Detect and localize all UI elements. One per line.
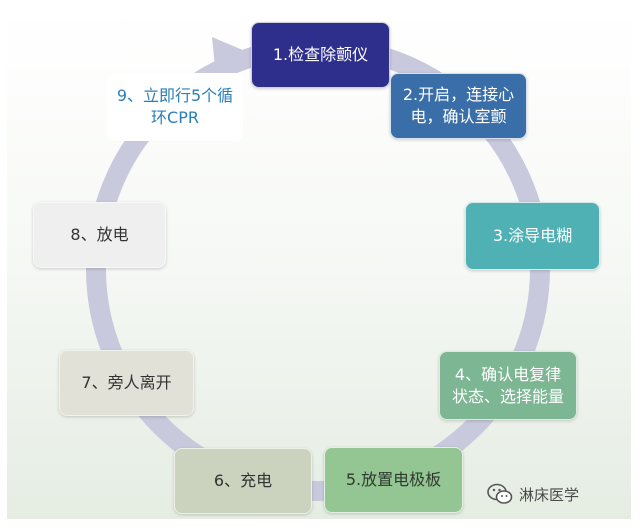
watermark-text: 淋床医学	[519, 485, 580, 504]
step-6-charge: 6、充电	[174, 448, 312, 514]
step-5-place-paddles: 5.放置电极板	[324, 447, 463, 513]
step-9-cpr: 9、立即行5个循 环CPR	[107, 73, 243, 141]
watermark: 淋床医学	[487, 479, 579, 509]
wechat-icon	[487, 483, 513, 504]
diagram-canvas: 1.检查除颤仪 2.开启，连接心 电，确认室颤 3.涂导电糊 4、确认电复律 状…	[7, 7, 631, 519]
step-7-clear: 7、旁人离开	[59, 350, 194, 416]
step-3-apply-gel: 3.涂导电糊	[465, 202, 600, 270]
step-4-confirm-energy: 4、确认电复律 状态、选择能量	[439, 351, 577, 420]
step-8-discharge: 8、放电	[33, 202, 166, 268]
step-2-connect-ecg: 2.开启，连接心 电，确认室颤	[390, 73, 527, 139]
step-1-check-defibrillator: 1.检查除颤仪	[251, 22, 390, 88]
cycle-arrowhead	[212, 37, 245, 67]
